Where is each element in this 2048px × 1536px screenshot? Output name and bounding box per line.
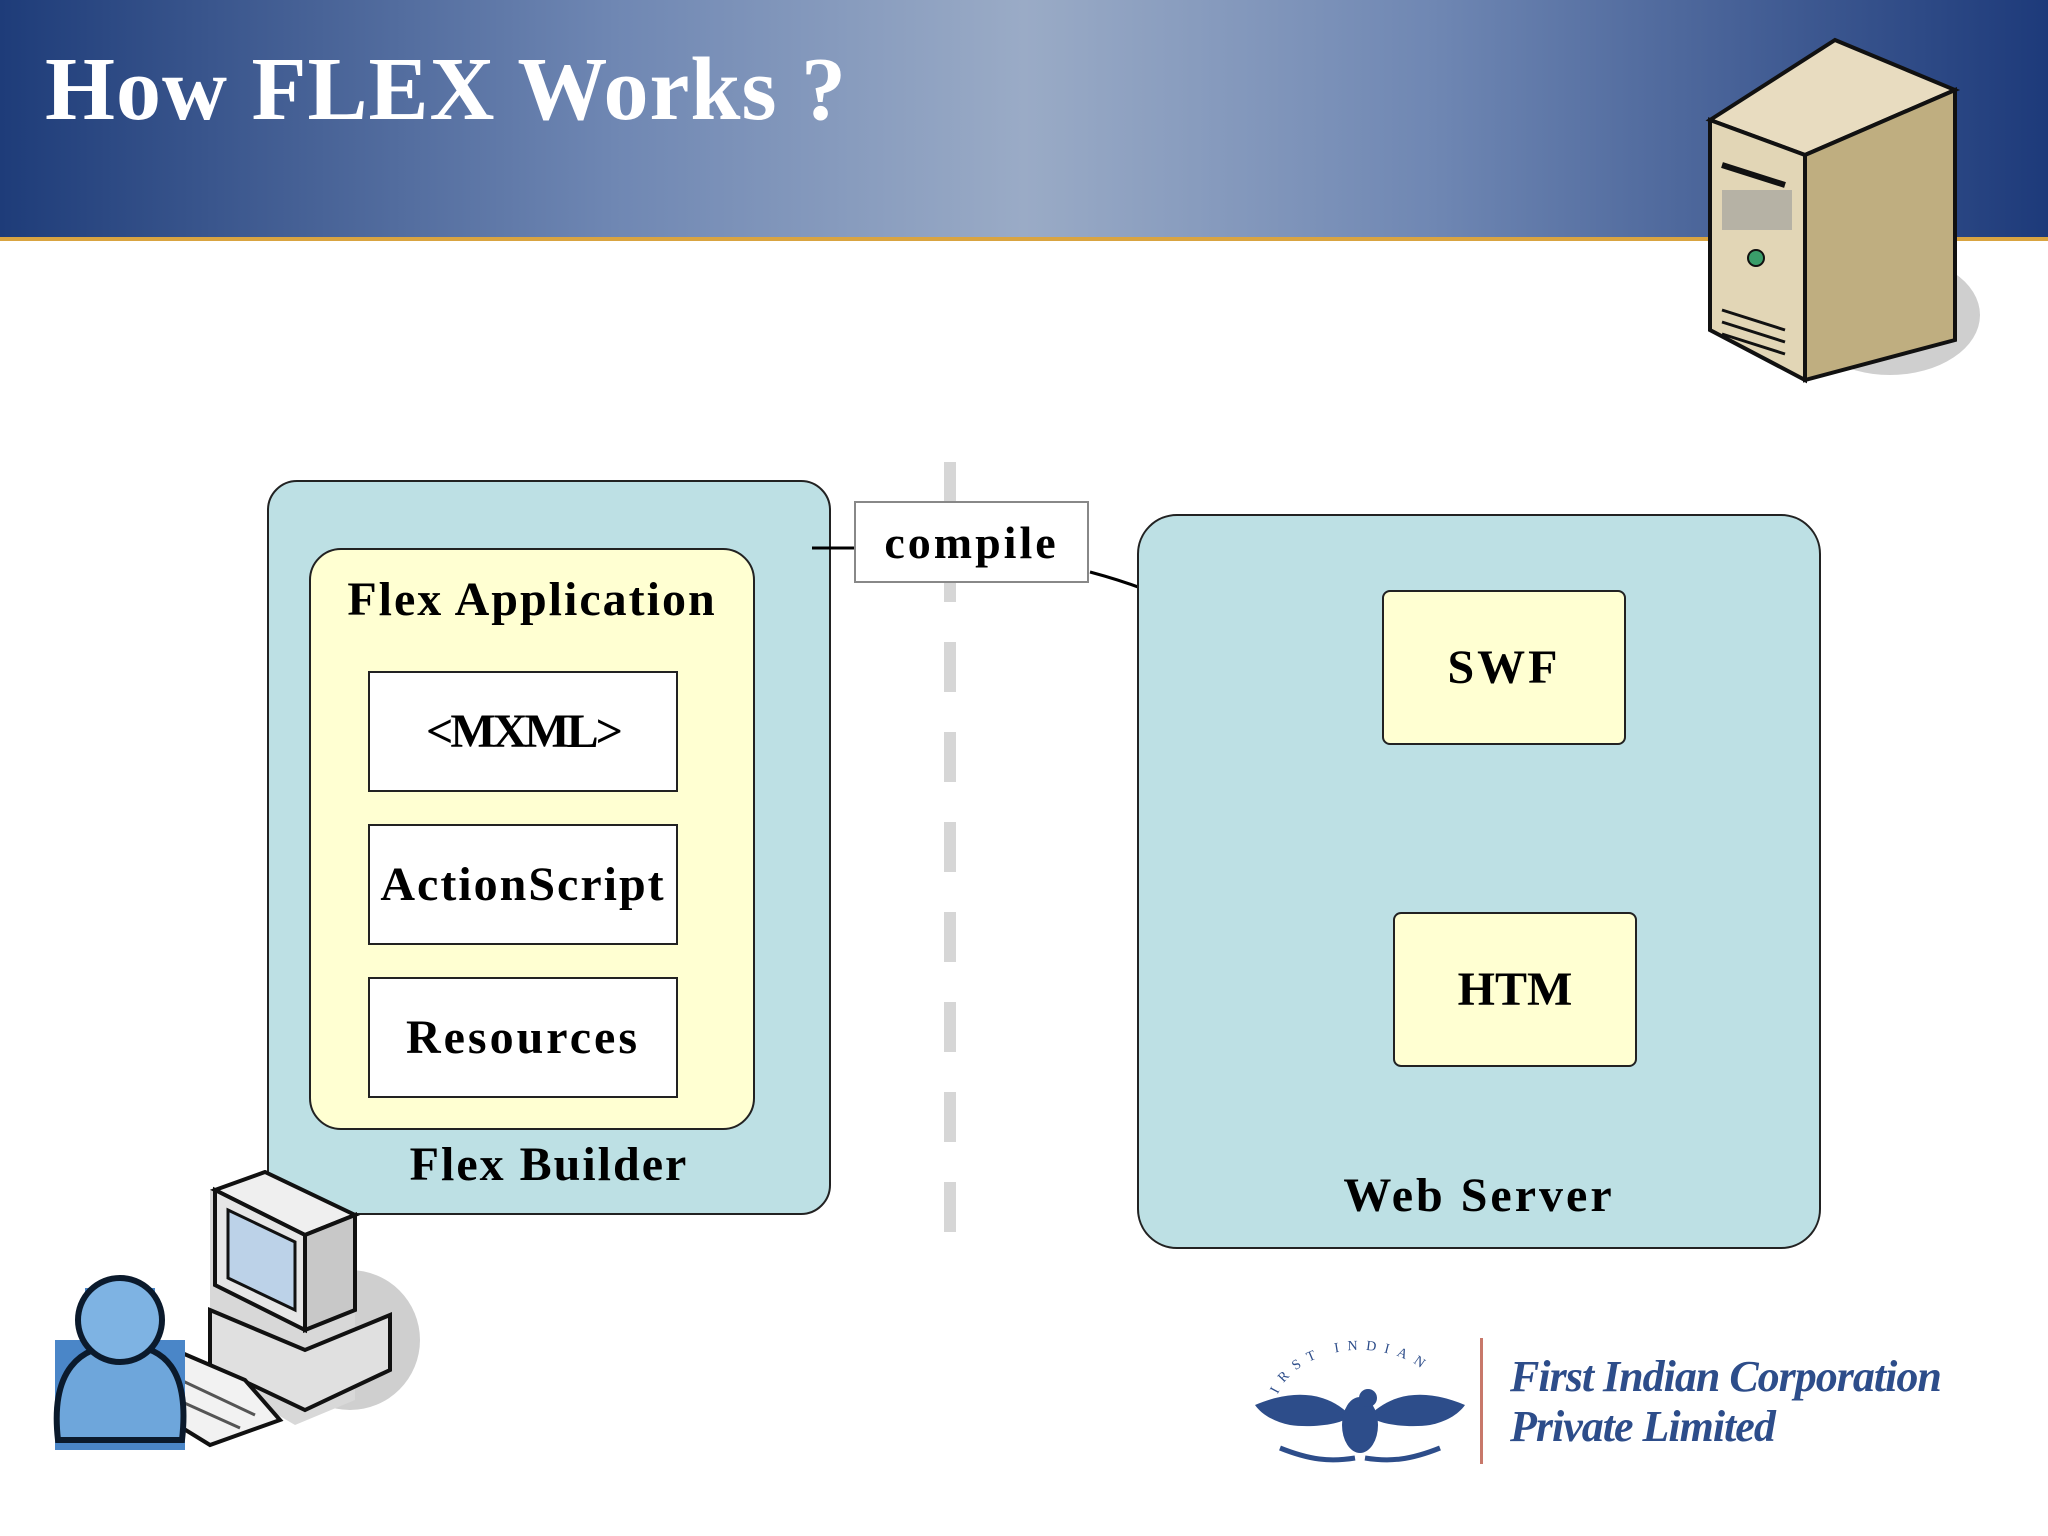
actionscript-box: ActionScript xyxy=(368,824,678,945)
company-name-line2: Private Limited xyxy=(1510,1402,1776,1451)
user-computer-icon xyxy=(53,1170,420,1450)
server-tower-icon xyxy=(1705,37,1980,384)
company-name: First Indian Corporation Private Limited xyxy=(1510,1352,1942,1452)
swf-box: SWF xyxy=(1382,590,1626,745)
logo-divider xyxy=(1480,1338,1483,1464)
mxml-box: <MXML> xyxy=(368,671,678,792)
resources-box: Resources xyxy=(368,977,678,1098)
compile-label: compile xyxy=(854,501,1089,583)
web-server-label: Web Server xyxy=(1343,1169,1615,1222)
eagle-logo-icon: FIRST INDIAN xyxy=(1255,1339,1465,1463)
header-accent-line xyxy=(0,237,2048,241)
company-name-line1: First Indian Corporation xyxy=(1510,1352,1942,1401)
slide-title: How FLEX Works ? xyxy=(45,40,847,139)
flex-builder-label: Flex Builder xyxy=(409,1138,689,1191)
slide-header xyxy=(0,0,2048,237)
flex-application-label: Flex Application xyxy=(347,573,717,626)
dashed-divider xyxy=(944,462,956,1232)
htm-box: HTM xyxy=(1393,912,1637,1067)
